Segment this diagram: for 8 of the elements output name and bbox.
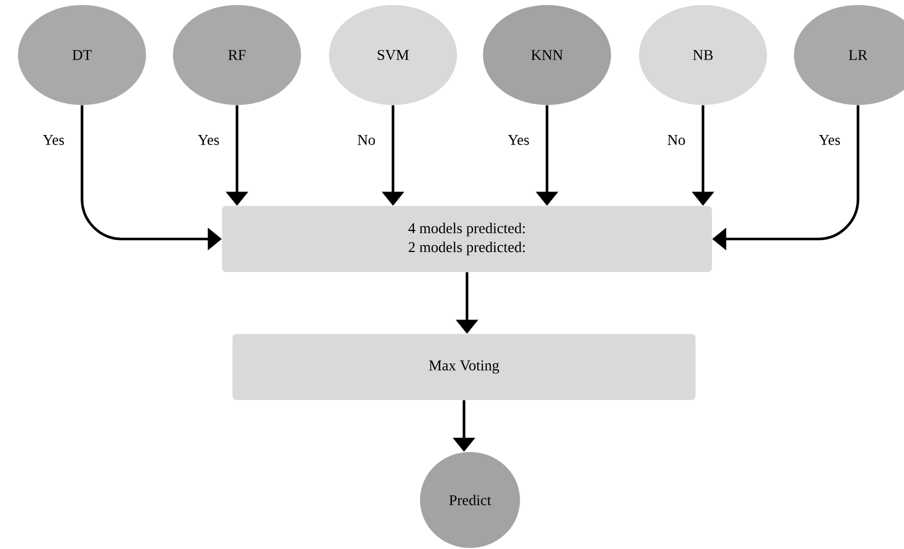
- process-box: Max Voting: [232, 334, 696, 400]
- edge-label: Yes: [508, 135, 529, 145]
- edge-label: No: [668, 135, 685, 145]
- edge-label: No: [358, 135, 375, 145]
- process-box: 4 models predicted: 2 models predicted:: [222, 206, 712, 272]
- edge-label: Yes: [818, 135, 840, 145]
- edge-label: Yes: [42, 135, 64, 145]
- edge-label: Yes: [198, 135, 219, 145]
